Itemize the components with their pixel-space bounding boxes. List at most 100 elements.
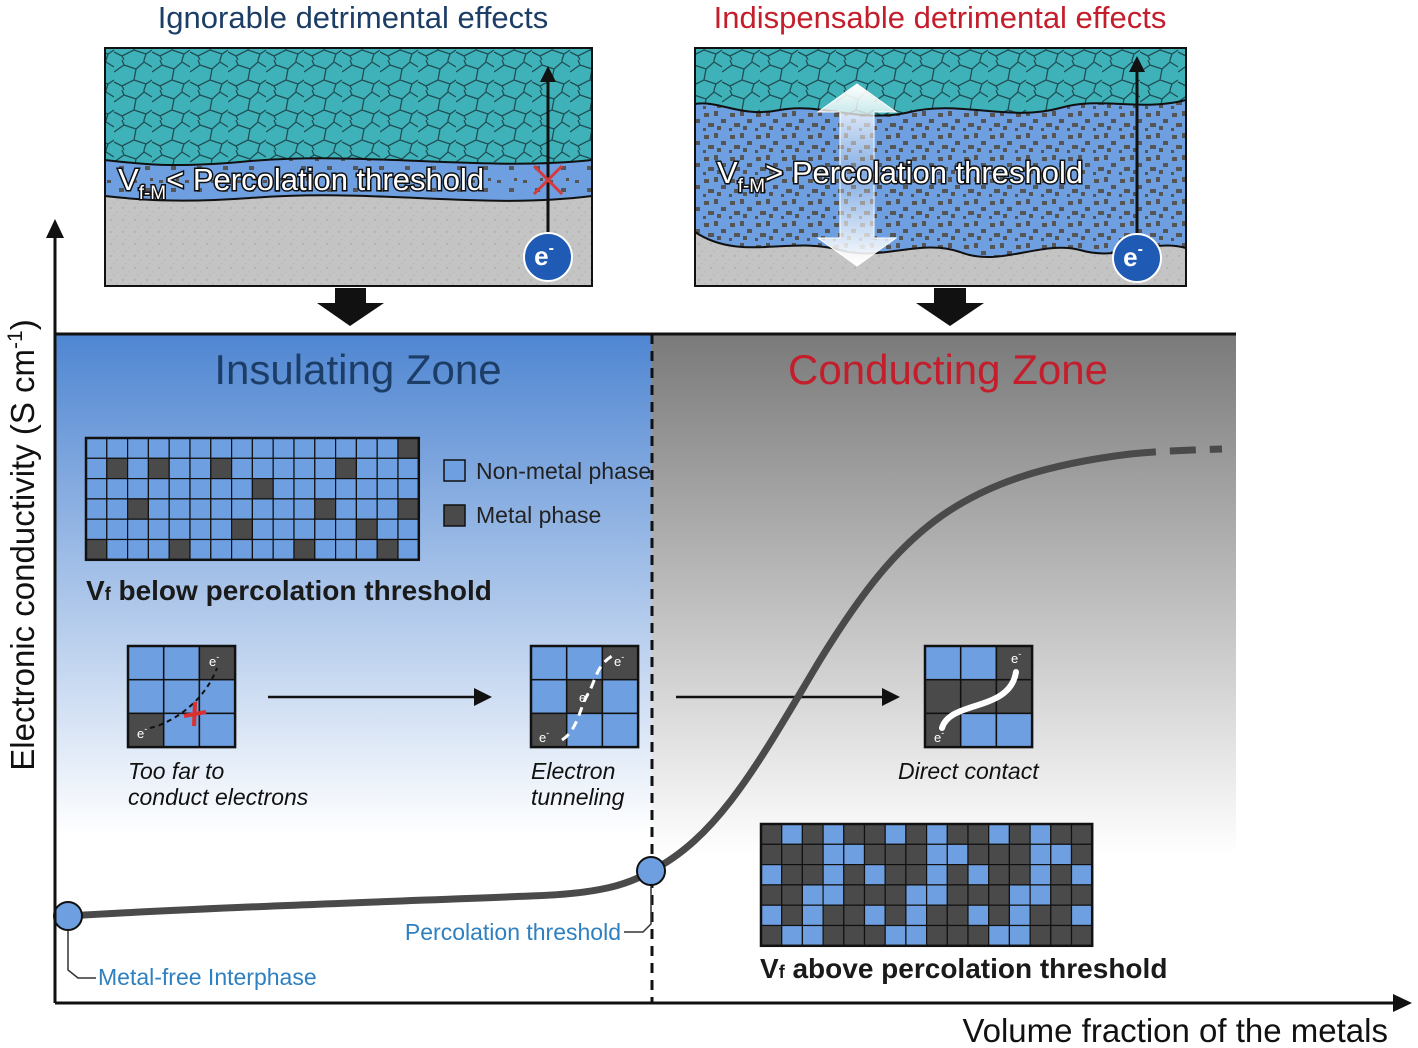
down-arrow-icon: [317, 288, 384, 326]
grid-cell: [293, 518, 316, 541]
svg-text:e-: e-: [209, 652, 219, 669]
grid-cell: [601, 712, 639, 748]
grid-cell: [843, 843, 866, 866]
legend-swatch-non-metal: [443, 459, 466, 482]
grid-cell: [946, 863, 969, 886]
title-right: Indispensable detrimental effects: [714, 0, 1167, 35]
grid-cell: [781, 884, 804, 906]
grid-cell: [397, 498, 420, 520]
grid-cell: [272, 457, 295, 480]
title-left: Ignorable detrimental effects: [158, 0, 549, 35]
direct-contact-caption: Direct contact: [898, 758, 1040, 784]
grid-cell: [85, 498, 108, 520]
too-far-caption-line1: Too far to: [128, 758, 225, 784]
grid-cell: [884, 843, 907, 866]
svg-text:e-: e-: [137, 724, 147, 741]
arrow-right-icon: [882, 688, 900, 706]
svg-text:e-: e-: [1123, 241, 1143, 272]
grid-cell: [376, 538, 399, 561]
grid-cell: [905, 863, 928, 886]
grid-cell: [126, 457, 149, 480]
metal-free-annotation: Metal-free Interphase: [98, 964, 317, 990]
grid-cell: [231, 437, 254, 459]
grid-border: [529, 644, 640, 749]
grid-cell: [843, 823, 866, 845]
grid-cell: [843, 904, 866, 927]
grid-cell: [1008, 904, 1031, 927]
grid-cell: [843, 863, 866, 886]
grid-cell: [781, 904, 804, 927]
grid-cell: [1050, 904, 1073, 927]
too-far-caption-line2: conduct electrons: [128, 784, 309, 810]
grid-cell: [189, 538, 212, 561]
grid-cell: [1029, 843, 1052, 866]
grid-cell: [967, 823, 990, 845]
grid-cell: [1050, 863, 1073, 886]
grid-cell: [106, 478, 129, 500]
grid-cell: [884, 924, 907, 947]
svg-text:e-: e-: [614, 652, 624, 669]
grid-cell: [781, 823, 804, 845]
grid-cell: [822, 884, 845, 906]
left-threshold-relation: Vf-M< Percolation threshold: [118, 162, 484, 204]
grid-cell: [924, 678, 962, 715]
grid-cell: [863, 904, 886, 927]
y-axis-arrow-icon: [46, 219, 64, 238]
threshold-leader: [624, 884, 652, 933]
grid-cell: [801, 884, 824, 906]
grid-cell: [1008, 843, 1031, 866]
grid-cell: [314, 538, 337, 561]
grid-cell: [272, 538, 295, 561]
grid-cell: [251, 437, 274, 459]
grid-cell: [988, 863, 1011, 886]
grid-cell: [884, 863, 907, 886]
grid-cell: [1029, 863, 1052, 886]
grid-cell: [168, 498, 191, 520]
arrow-up-icon: [540, 66, 556, 82]
grid-cell: [210, 478, 233, 500]
grid-cell: [565, 712, 604, 748]
grid-cell: [397, 538, 420, 561]
grid-cell: [168, 437, 191, 459]
grid-cell: [272, 498, 295, 520]
grid-cell: [106, 498, 129, 520]
grid-cell: [272, 478, 295, 500]
grid-cell: [168, 538, 191, 561]
grid-cell: [126, 538, 149, 561]
grid-cell: [293, 498, 316, 520]
grid-cell: [106, 538, 129, 561]
right-interphase-panel: Vf-M> Percolation threshold e-: [694, 47, 1187, 287]
svg-text:e-: e-: [534, 240, 554, 271]
grid-cell: [293, 478, 316, 500]
grid-cell: [168, 478, 191, 500]
grid-cell: [565, 645, 604, 681]
grid-cell: [1070, 884, 1093, 906]
grid-cell: [801, 863, 824, 886]
grid-cell: [189, 518, 212, 541]
grid-cell: [335, 498, 358, 520]
grid-cell: [189, 457, 212, 480]
grid-cell: [397, 457, 420, 480]
grid-cell: [822, 843, 845, 866]
grid-cell: [884, 823, 907, 845]
tunneling-caption-line2: tunneling: [531, 784, 625, 810]
grid-cell: [355, 538, 378, 561]
grid-cell: [530, 645, 568, 681]
grid-cell: [760, 863, 783, 886]
grid-cell: [863, 884, 886, 906]
grid-cell: [1029, 904, 1052, 927]
svg-text:e-: e-: [934, 728, 944, 745]
tunneling-mini-grid: e- e- e-: [529, 644, 640, 749]
grid-cell: [162, 712, 201, 748]
grid-cell: [760, 904, 783, 927]
electron-icon: [523, 232, 573, 282]
grid-cell: [198, 712, 236, 748]
grid-cell: [843, 924, 866, 947]
blocked-cross-icon: [183, 701, 207, 727]
grid-cell: [946, 884, 969, 906]
grid-cell: [1008, 924, 1031, 947]
grid-cell: [106, 457, 129, 480]
grid-cell: [959, 712, 998, 748]
grid-cell: [1050, 924, 1073, 947]
